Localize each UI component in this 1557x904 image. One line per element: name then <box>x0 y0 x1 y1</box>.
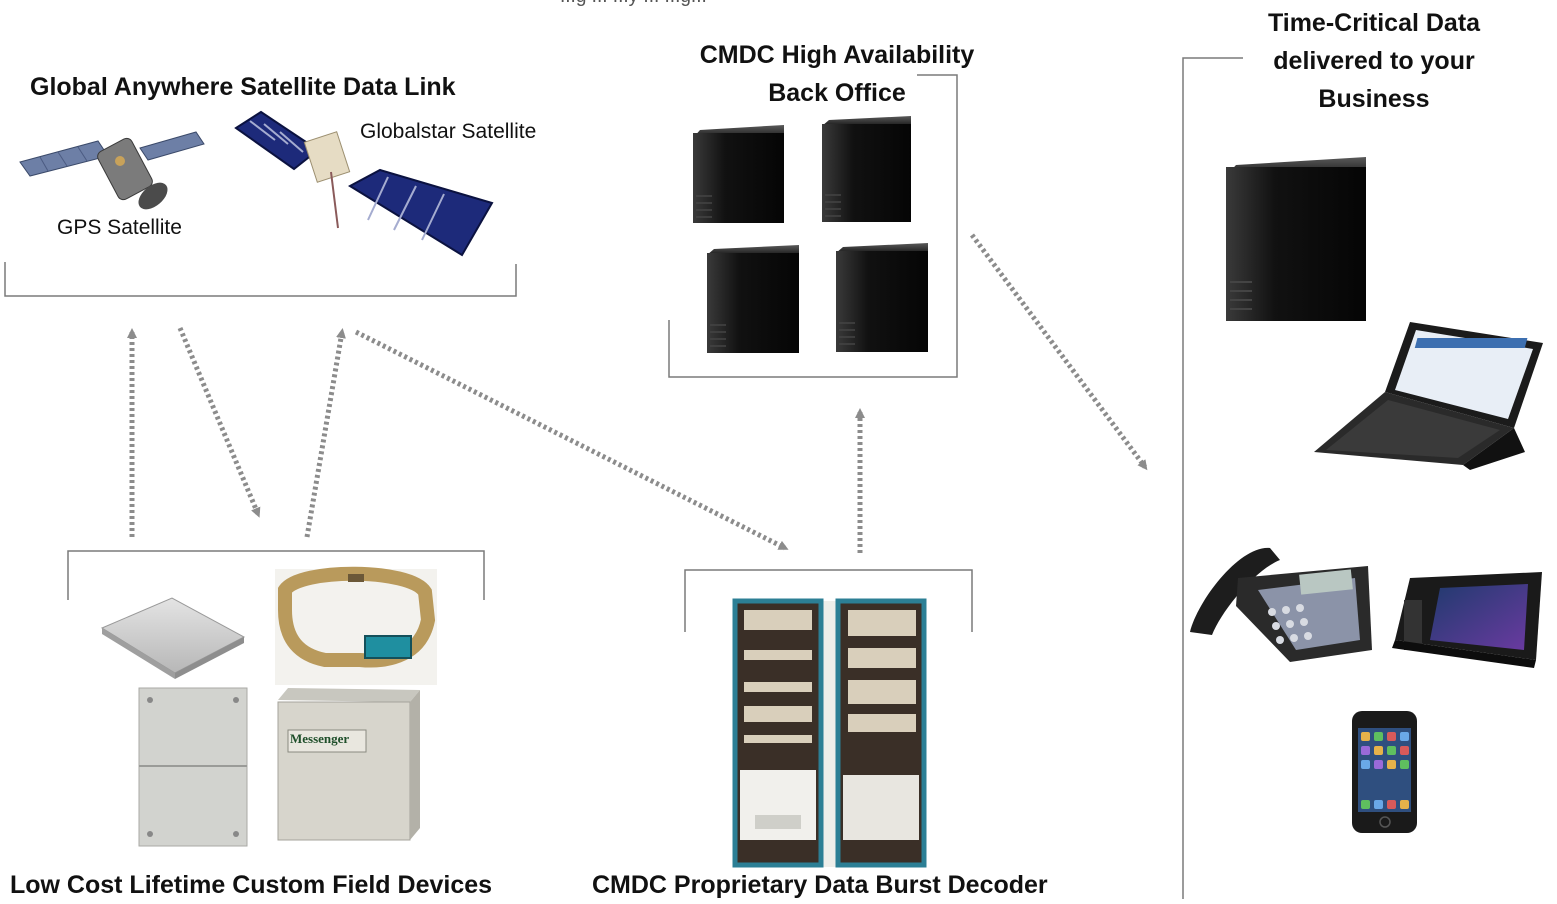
backoffice-group-bracket <box>668 74 958 378</box>
arrow-gps-to-device <box>177 327 261 518</box>
backoffice-title-line1: CMDC High Availability <box>699 41 975 69</box>
backoffice-server-3 <box>707 245 799 353</box>
satellite-group-title: Global Anywhere Satellite Data Link <box>30 73 456 101</box>
gps-satellite-image <box>19 131 205 210</box>
laptop-image <box>1314 322 1543 470</box>
decoder-group-bracket <box>684 569 973 632</box>
business-server-image <box>1226 157 1366 321</box>
arrow-device-to-globalstar <box>304 328 346 538</box>
business-title-line2: delivered to your <box>1273 47 1475 75</box>
backoffice-server-4 <box>836 243 928 352</box>
decoder-title: CMDC Proprietary Data Burst Decoder <box>592 871 1048 899</box>
media-phone-image <box>1392 572 1542 668</box>
desk-phone-image <box>1190 547 1372 662</box>
field-device-enclosure-left <box>138 687 248 847</box>
messenger-enclosure-label: Messenger <box>290 731 350 746</box>
smartphone-image <box>1352 711 1417 833</box>
field-devices-title: Low Cost Lifetime Custom Field Devices <box>10 871 493 899</box>
backoffice-title-line2: Back Office <box>768 79 906 107</box>
backoffice-server-2 <box>822 116 911 222</box>
decoder-rack-image <box>732 598 927 868</box>
gps-satellite-label: GPS Satellite <box>57 216 182 239</box>
satellite-group-bracket <box>4 262 517 297</box>
globalstar-satellite-label: Globalstar Satellite <box>360 120 537 143</box>
field-device-gray-box <box>100 597 246 679</box>
backoffice-server-1 <box>693 125 784 223</box>
field-device-collar <box>275 566 437 685</box>
globalstar-satellite-image <box>234 110 494 257</box>
arrow-globalstar-to-decoder <box>354 329 789 551</box>
field-devices-group-bracket <box>67 550 485 600</box>
field-device-messenger-enclosure <box>277 688 420 841</box>
business-group-bracket <box>1182 57 1243 899</box>
top-caption: ...g ... ...y ... ...g... <box>560 0 707 8</box>
arrow-backoffice-to-business <box>969 233 1148 471</box>
business-title-line3: Business <box>1318 85 1430 113</box>
business-title-line1: Time-Critical Data <box>1267 9 1481 37</box>
